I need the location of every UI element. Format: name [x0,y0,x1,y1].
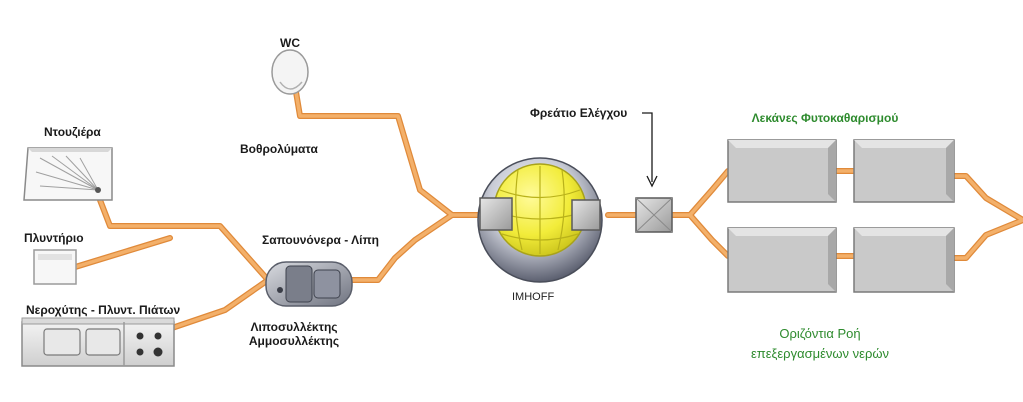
label-imhoff: IMHOFF [512,291,555,303]
label-treated-water: επεξεργασμένων νερών [751,346,889,361]
kitchen-counter [21,317,175,367]
basin-top-left [727,139,837,203]
grease-sand-trap [265,261,353,307]
pipes [69,89,1023,331]
label-washbasin: Πλυντήριο [24,231,84,245]
label-kitchen: Νεροχύτης - Πλυντ. Πιάτων [26,303,181,317]
imhoff-tank [477,157,603,283]
label-horizontal-flow: Οριζόντια Ροή [779,326,861,341]
inspection-arrow [642,112,658,188]
label-wc: WC [280,36,300,50]
wc-toilet [271,49,309,95]
washbasin [33,249,77,285]
label-grease-trap: Λιποσυλλέκτης [250,320,338,334]
label-sewage: Βοθρολύματα [240,142,318,156]
shower-tray [23,147,113,201]
label-inspection-chamber: Φρεάτιο Ελέγχου [530,106,628,120]
basin-bottom-left [727,227,837,293]
label-shower: Ντουζιέρα [44,125,101,139]
inspection-chamber [635,197,673,233]
basin-bottom-right [853,227,955,293]
label-greywater: Σαπουνόνερα - Λίπη [262,233,379,247]
label-sand-trap: Αμμοσυλλέκτης [248,334,340,348]
basin-top-right [853,139,955,203]
reed-bed-basins [727,139,955,293]
label-reed-beds: Λεκάνες Φυτοκαθαρισμού [751,111,899,125]
